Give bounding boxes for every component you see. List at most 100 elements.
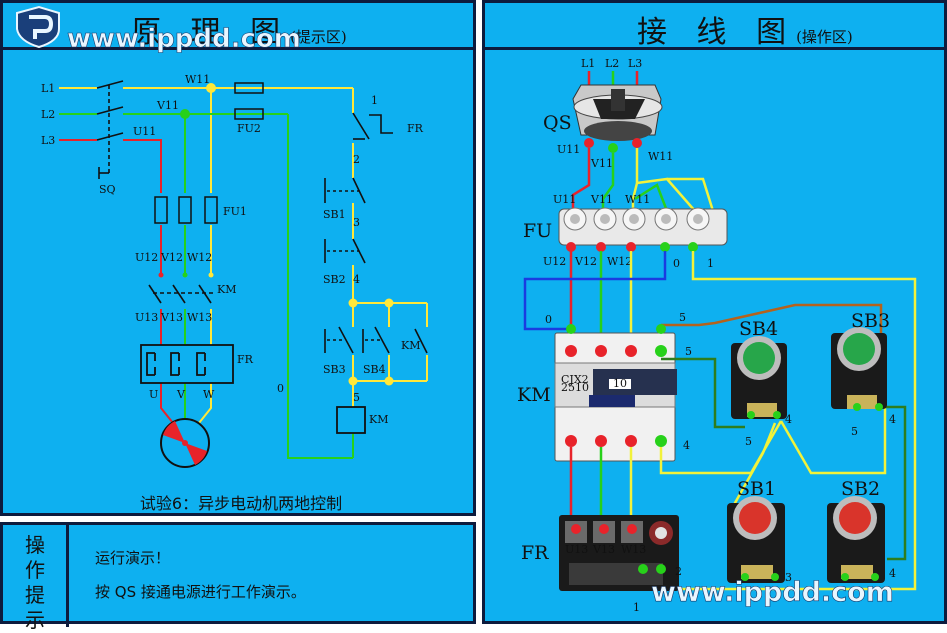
- label-V11: V11: [156, 99, 179, 112]
- wires-km-to-fr: [569, 357, 907, 563]
- label-FR-left: FR: [237, 353, 254, 366]
- sb4-n4: 4: [785, 413, 792, 426]
- wiring-label-km-n5a: 5: [679, 311, 686, 324]
- wiring-panel: 接 线 图(操作区) L1 L2 L3 QS U11 V11 W11: [482, 0, 947, 624]
- sb2-n4: 4: [889, 567, 896, 580]
- label-SB2: SB2: [323, 273, 346, 286]
- label-L3: L3: [41, 134, 55, 147]
- wiring-label-V11-top: V11: [590, 157, 613, 170]
- wiring-label-QS: QS: [543, 112, 572, 134]
- wiring-label-V11-fu: V11: [590, 193, 613, 206]
- wiring-label-W11-fu: W11: [625, 193, 650, 206]
- label-SQ: SQ: [99, 183, 116, 196]
- wiring-label-L2: L2: [605, 57, 619, 70]
- wiring-label-V12: V12: [574, 255, 597, 268]
- km-contactor[interactable]: [554, 324, 677, 462]
- operation-hint-label: 操作提示: [25, 533, 45, 632]
- wires-qs-to-fu: [571, 148, 715, 212]
- wiring-label-L3: L3: [628, 57, 642, 70]
- sb4-start-button: [362, 326, 390, 354]
- label-L2: L2: [41, 108, 55, 121]
- junction-w11: [206, 83, 216, 93]
- km-brand: CJX2: [561, 373, 589, 386]
- wiring-label-W12: W12: [607, 255, 632, 268]
- wiring-label-W11-top: W11: [648, 150, 673, 163]
- label-FR-contact: FR: [407, 122, 424, 135]
- sq-switch: [96, 80, 124, 179]
- wiring-label-U11: U11: [557, 143, 580, 156]
- label-FU1: FU1: [223, 205, 247, 218]
- sb3-green-button[interactable]: [831, 327, 887, 411]
- label-n3: 3: [353, 216, 360, 229]
- wiring-label-FU: FU: [523, 220, 552, 242]
- operation-hint-sidebar: 操作提示: [3, 525, 69, 632]
- wiring-label-U11-fu: U11: [553, 193, 576, 206]
- sb1-n3: 3: [785, 571, 792, 584]
- sb3-n4: 4: [889, 413, 896, 426]
- fr-nc-contact: [352, 112, 393, 140]
- km-rating: 10: [613, 377, 627, 390]
- sb3-start-button: [324, 326, 354, 354]
- label-SB1: SB1: [323, 208, 346, 221]
- sb1-stop-button: [324, 177, 366, 204]
- watermark-bottom: www.ippdd.com: [651, 577, 894, 608]
- watermark-top: www.ippdd.com: [67, 24, 301, 54]
- fu2-fuses: [234, 82, 264, 120]
- ippdd-logo-icon: [16, 5, 60, 49]
- km-hold-contact: [414, 328, 428, 354]
- schematic-title-text: 原 理 图: [131, 15, 291, 50]
- label-n4: 4: [353, 273, 360, 286]
- km-coil: [336, 406, 366, 434]
- fr-thermal-relay[interactable]: [559, 515, 679, 591]
- sb2-red-button[interactable]: [827, 496, 885, 583]
- label-W: W: [203, 388, 215, 401]
- fr-n2: 2: [675, 565, 682, 578]
- label-U13: U13: [135, 311, 158, 324]
- operation-line-2: 按 QS 接通电源进行工作演示。: [95, 583, 306, 601]
- wiring-title: 接 线 图(操作区): [637, 7, 853, 51]
- label-n0: 0: [277, 382, 284, 395]
- label-SB4: SB4: [363, 363, 386, 376]
- sb2-stop-button: [324, 238, 366, 264]
- wiring-label-km-n5b: 5: [685, 345, 692, 358]
- sb3-n5: 5: [851, 425, 858, 438]
- fr-thermal-elements: [140, 344, 234, 384]
- label-KM-hold: KM: [401, 339, 420, 352]
- km-model: 2510: [561, 381, 589, 394]
- wiring-label-km-n0: 0: [545, 313, 552, 326]
- label-W12: W12: [187, 251, 212, 264]
- junction-v11: [180, 109, 190, 119]
- wiring-label-U12: U12: [543, 255, 566, 268]
- wiring-title-text: 接 线 图: [637, 15, 797, 50]
- label-n2: 2: [353, 153, 360, 166]
- label-KM-coil: KM: [369, 413, 388, 426]
- label-V13: V13: [160, 311, 183, 324]
- wiring-label-km-n4: 4: [683, 439, 690, 452]
- wiring-label-SB4: SB4: [739, 318, 778, 340]
- schematic-caption: 试验6：异步电动机两地控制: [139, 494, 343, 513]
- motor-symbol: [160, 418, 210, 468]
- wiring-label-SB3: SB3: [851, 310, 890, 332]
- sb1-red-button[interactable]: [727, 496, 785, 583]
- label-V12: V12: [160, 251, 183, 264]
- fr-n1: 1: [633, 601, 640, 614]
- schematic-diagram: www.ippdd.com L1 L2 L3 SQ: [41, 24, 428, 468]
- sb4-green-button[interactable]: [731, 336, 787, 419]
- label-V: V: [176, 388, 186, 401]
- fu1-fuses: [154, 196, 218, 224]
- wiring-label-fu-n1: 1: [707, 257, 714, 270]
- wiring-label-SB2: SB2: [841, 478, 880, 500]
- fr-V13: V13: [592, 543, 615, 556]
- main-circuit-wires: [123, 87, 353, 459]
- qs-rotary-switch[interactable]: [572, 84, 663, 153]
- fu-fuse-block[interactable]: [558, 207, 728, 252]
- label-SB3: SB3: [323, 363, 346, 376]
- fr-U13: U13: [565, 543, 588, 556]
- wiring-label-SB1: SB1: [737, 478, 776, 500]
- wiring-diagram: L1 L2 L3 QS U11 V11 W11 U11 V11 W: [517, 57, 917, 614]
- operation-line-1: 运行演示！: [95, 549, 171, 567]
- wiring-label-KM: KM: [517, 384, 551, 406]
- schematic-panel: 原 理 图(提示区) www.ippdd.com L1 L2 L3 SQ: [0, 0, 476, 516]
- wiring-label-fu-n0: 0: [673, 257, 680, 270]
- sb4-n5: 5: [745, 435, 752, 448]
